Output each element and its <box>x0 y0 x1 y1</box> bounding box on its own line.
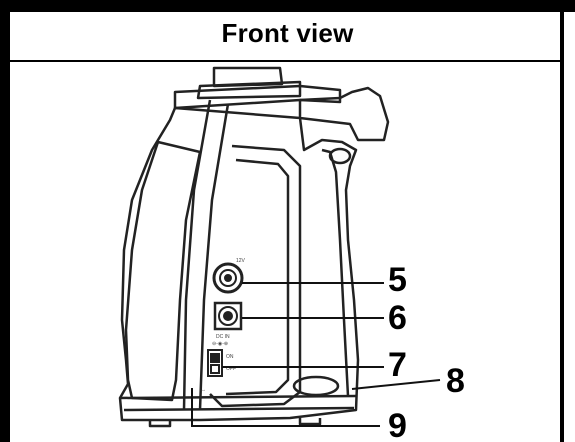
frame-border-right <box>560 0 564 442</box>
svg-text:ON: ON <box>226 354 234 360</box>
callout-6: 6 <box>388 299 407 337</box>
leader-line-9 <box>191 388 380 427</box>
device-body <box>118 66 390 428</box>
page-title: Front view <box>221 18 354 48</box>
hand-grip <box>124 140 202 402</box>
feet <box>148 418 322 428</box>
handle-loop-inner <box>225 158 290 396</box>
svg-text:DC IN: DC IN <box>216 334 230 340</box>
top-knob-base <box>196 80 302 100</box>
connector-panel: 12V DC IN ⊖-◉-⊕ ON OFF ◦◦◦ <box>200 258 246 394</box>
switch-icon: ON OFF <box>207 349 236 377</box>
frame-border-left <box>0 0 10 442</box>
power-jack-icon: 12V <box>212 258 246 294</box>
callout-8: 8 <box>446 362 465 400</box>
top-border <box>0 0 575 12</box>
lens-hood <box>298 86 390 142</box>
callout-7: 7 <box>388 346 407 384</box>
leader-lines <box>191 282 441 427</box>
callout-5: 5 <box>388 261 407 299</box>
svg-text:12V: 12V <box>236 258 246 264</box>
strap-left <box>182 99 212 411</box>
bottom-base <box>119 394 357 412</box>
body-outline <box>118 106 360 422</box>
side-oval <box>328 147 352 165</box>
side-contour <box>321 148 350 397</box>
leader-line-8 <box>351 379 441 390</box>
usb-port-icon: DC IN ⊖-◉-⊕ <box>212 301 243 347</box>
svg-text:OFF: OFF <box>226 366 236 372</box>
svg-text:⊖-◉-⊕: ⊖-◉-⊕ <box>212 341 228 347</box>
callout-9: 9 <box>388 407 407 442</box>
side-latch <box>292 375 340 397</box>
strap-right <box>198 103 230 411</box>
svg-text:◦◦◦: ◦◦◦ <box>200 388 206 394</box>
top-knob <box>212 66 284 88</box>
